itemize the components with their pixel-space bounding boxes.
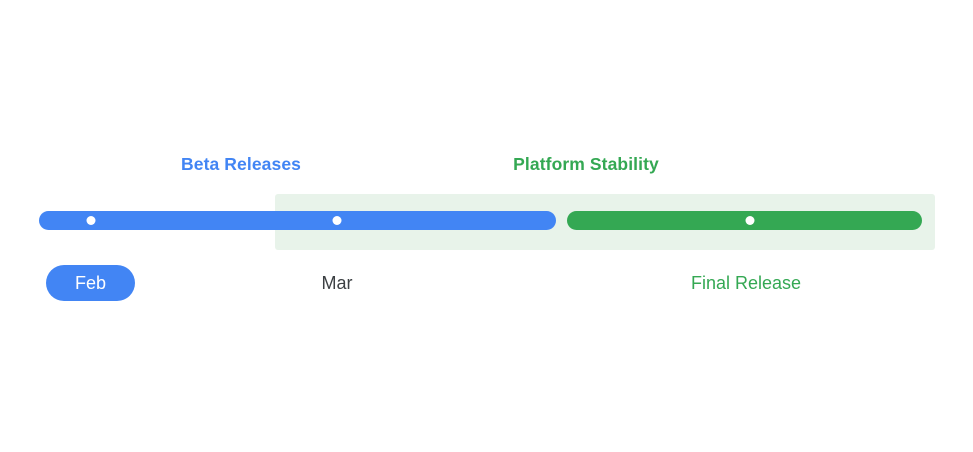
milestone-dot-final-release[interactable]	[745, 216, 755, 225]
phase-caption-platform-stability: Platform Stability	[513, 154, 659, 174]
milestone-dot-feb[interactable]	[86, 216, 96, 225]
timeline-label-mar[interactable]: Mar	[321, 273, 353, 293]
milestone-dot-mar[interactable]	[332, 216, 342, 225]
timeline-bar-beta[interactable]	[39, 211, 556, 230]
phase-caption-beta-releases: Beta Releases	[181, 154, 301, 174]
timeline-label-final-release[interactable]: Final Release	[690, 273, 802, 293]
month-pill-feb[interactable]: Feb	[46, 265, 135, 301]
timeline-bar-stability[interactable]	[567, 211, 922, 230]
